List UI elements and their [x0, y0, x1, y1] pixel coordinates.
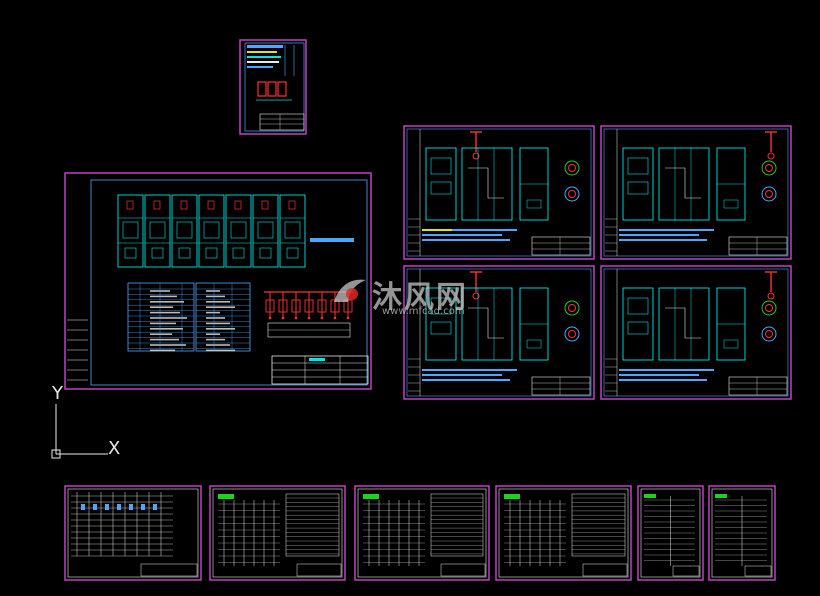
ucs-y-axis-label: Y	[52, 383, 63, 404]
sheet-bottom-4[interactable]	[495, 485, 632, 581]
sheet-bottom-2[interactable]	[209, 485, 346, 581]
sheet-bottom-3[interactable]	[354, 485, 490, 581]
sheet-panel-4[interactable]	[600, 265, 792, 400]
sheet-bottom-1[interactable]	[64, 485, 202, 581]
sheet-top-small[interactable]	[239, 39, 307, 135]
watermark-url: www.mfcad.com	[382, 306, 465, 317]
watermark-brand: 沐风网	[372, 280, 468, 315]
watermark-logo-icon	[334, 279, 366, 302]
sheet-bottom-6[interactable]	[708, 485, 776, 581]
sheet-main-layout[interactable]	[64, 172, 372, 390]
ucs-icon	[51, 404, 108, 459]
ucs-x-axis-label: X	[108, 438, 121, 459]
sheet-panel-1[interactable]	[403, 125, 595, 260]
sheet-panel-3[interactable]	[403, 265, 595, 400]
sheet-panel-2[interactable]	[600, 125, 792, 260]
watermark: 沐风网 www.mfcad.com	[330, 270, 500, 326]
sheet-bottom-5[interactable]	[637, 485, 704, 581]
